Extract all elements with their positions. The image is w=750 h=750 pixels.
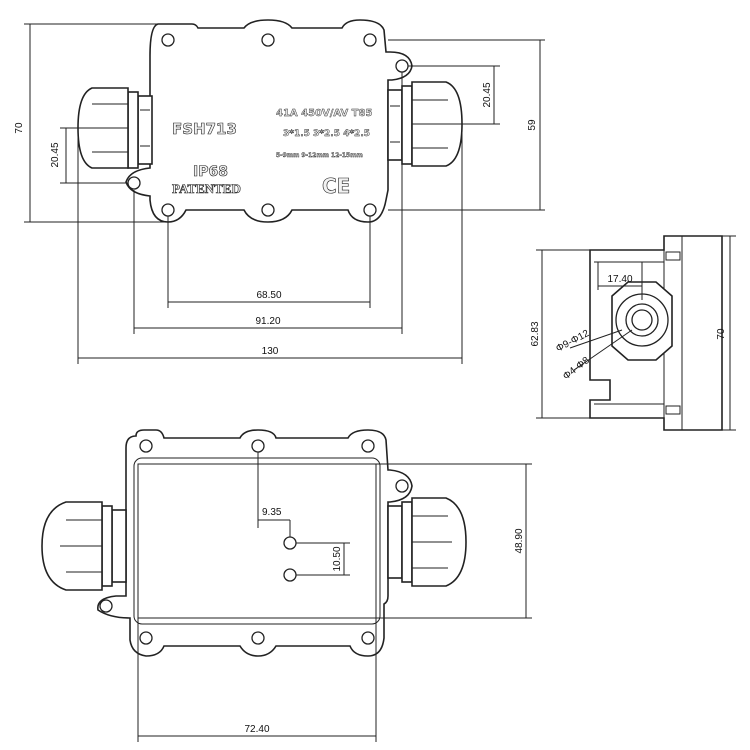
bottom-view-body <box>97 429 413 657</box>
dim-hole-spacing: 68.50 <box>256 290 281 301</box>
bottom-inner-cavity <box>137 463 377 619</box>
ip-rating-label: IP68 <box>193 164 228 180</box>
mount-hole <box>99 599 113 613</box>
mount-hole <box>261 203 275 217</box>
top-view-body <box>125 19 413 223</box>
dim-terminal-offset: 9.35 <box>262 507 282 518</box>
dim-offset-left: 20.45 <box>50 142 61 167</box>
mount-hole <box>361 439 375 453</box>
bottom-view: 9.35 10.50 48.90 72.40 <box>41 429 532 742</box>
mount-hole <box>161 203 175 217</box>
patent-label: PATENTED <box>172 181 241 196</box>
cable-gland-right <box>387 81 463 167</box>
side-view: 17.40 62.83 70 Φ9-Φ12 Φ4-Φ8 <box>530 235 736 431</box>
dim-overall-width: 130 <box>262 346 279 357</box>
mount-hole <box>139 631 153 645</box>
ce-mark: CE <box>322 174 350 198</box>
dim-gland-offset: 17.40 <box>607 274 632 285</box>
dim-height-inner: 59 <box>527 119 538 131</box>
dim-range-small: Φ4-Φ8 <box>561 355 592 383</box>
dim-side-height-total: 70 <box>716 328 727 340</box>
bottom-inner-lip <box>133 457 381 625</box>
model-label: FSH713 <box>172 120 237 138</box>
terminal-hole <box>283 536 297 550</box>
rating-label: 41A 450V/AV T85 <box>276 108 372 119</box>
bottom-cable-gland-left <box>41 501 127 591</box>
dim-offset-right: 20.45 <box>482 82 493 107</box>
dim-inner-height: 48.90 <box>514 528 525 553</box>
bottom-cable-gland-right <box>387 497 467 587</box>
mount-hole <box>363 33 377 47</box>
dim-terminal-spacing: 10.50 <box>332 546 343 571</box>
side-gland-core <box>631 309 653 331</box>
mount-hole <box>395 479 409 493</box>
dim-inner-width: 72.40 <box>244 724 269 735</box>
mount-hole <box>161 33 175 47</box>
dim-body-width: 91.20 <box>255 316 280 327</box>
mount-hole <box>361 631 375 645</box>
mount-hole <box>251 631 265 645</box>
mount-hole <box>395 59 409 73</box>
terminal-hole <box>283 568 297 582</box>
dim-range-large: Φ9-Φ12 <box>554 328 591 355</box>
mount-hole <box>251 439 265 453</box>
wire-sizes-label: 3*1.5 3*2.5 4*2.5 <box>283 129 370 139</box>
dim-side-height-inner: 62.83 <box>530 321 541 346</box>
mount-hole <box>139 439 153 453</box>
mount-hole <box>127 176 141 190</box>
dim-height-total: 70 <box>14 122 25 134</box>
cable-gland-left <box>77 87 153 169</box>
mount-hole <box>363 203 377 217</box>
cable-ranges-label: 5-9mm 9-12mm 12-15mm <box>276 152 363 159</box>
top-view: FSH713 41A 450V/AV T85 3*1.5 3*2.5 4*2.5… <box>14 19 545 364</box>
mount-hole <box>261 33 275 47</box>
